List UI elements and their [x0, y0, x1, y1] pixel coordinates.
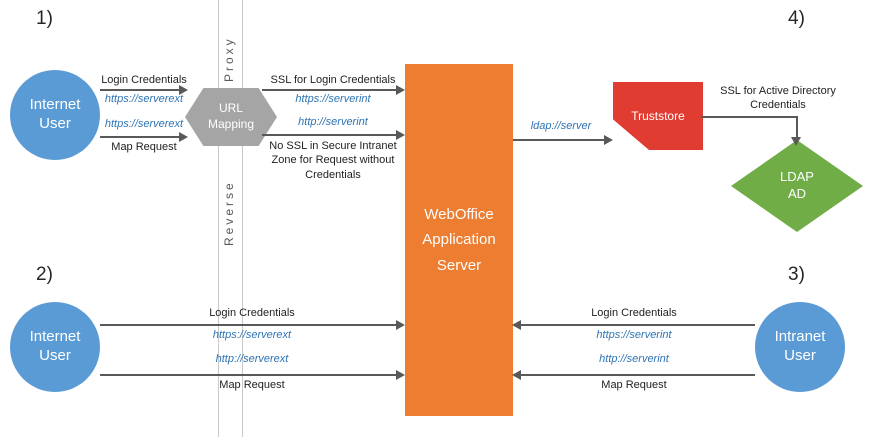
- edge-label-login-credentials-1: Login Credentials: [101, 74, 187, 86]
- edge-url-serverint-http-2: http://serverint: [599, 353, 669, 365]
- arrow-user-to-mapping-2: [100, 136, 180, 138]
- arrow-mapping-to-server-1: [262, 89, 396, 91]
- edge-label-ssl-login: SSL for Login Credentials: [270, 74, 396, 86]
- edge-url-ldap: ldap://server: [530, 120, 592, 132]
- step-1-label: 1): [36, 8, 53, 29]
- edge-label-map-request-2: Map Request: [219, 379, 285, 391]
- weboffice-server-node: WebOffice Application Server: [405, 64, 513, 416]
- edge-label-map-request-3: Map Request: [601, 379, 667, 391]
- weboffice-server-label: WebOffice Application Server: [422, 205, 496, 274]
- intranet-user-node: Intranet User: [755, 302, 845, 392]
- arrow-user-to-mapping-1: [100, 89, 180, 91]
- arrow-intranet-to-server-1-head-icon: [512, 320, 521, 330]
- arrow-intranet-to-server-2-head-icon: [512, 370, 521, 380]
- arrow-mapping-to-server-2: [262, 134, 396, 136]
- edge-label-map-request-1: Map Request: [111, 141, 177, 153]
- arrow-user-to-mapping-2-head-icon: [179, 132, 188, 142]
- ldap-ad-label: LDAP AD: [780, 169, 814, 201]
- arrow-internet-to-server-2-head-icon: [396, 370, 405, 380]
- arrow-truststore-to-ldap-head-icon: [791, 137, 801, 146]
- edge-label-login-credentials-3: Login Credentials: [591, 307, 677, 319]
- edge-url-serverext-2: https://serverext: [104, 118, 184, 130]
- internet-user-bottom-node: Internet User: [10, 302, 100, 392]
- step-4-label: 4): [788, 8, 805, 29]
- arrow-intranet-to-server-1: [521, 324, 755, 326]
- truststore-label: Truststore: [631, 109, 685, 123]
- arrow-user-to-mapping-1-head-icon: [179, 85, 188, 95]
- arrow-internet-to-server-2: [100, 374, 396, 376]
- arrow-truststore-to-ldap-vertical: [796, 116, 798, 138]
- arrow-intranet-to-server-2: [521, 374, 755, 376]
- arrow-internet-to-server-1-head-icon: [396, 320, 405, 330]
- step-3-label: 3): [788, 264, 805, 285]
- proxy-label: Proxy: [222, 36, 236, 82]
- reverse-label: Reverse: [222, 180, 236, 246]
- edge-url-serverext-1: https://serverext: [104, 93, 184, 105]
- edge-url-serverext-https-2: https://serverext: [212, 329, 292, 341]
- step-2-label: 2): [36, 264, 53, 285]
- arrow-mapping-to-server-2-head-icon: [396, 130, 405, 140]
- arrow-truststore-to-ldap-horizontal: [701, 116, 798, 118]
- internet-user-top-node: Internet User: [10, 70, 100, 160]
- reverse-proxy-line-left: [218, 0, 219, 437]
- ldap-ad-node: LDAP AD: [731, 140, 863, 232]
- edge-label-login-credentials-2: Login Credentials: [209, 307, 295, 319]
- intranet-user-label: Intranet User: [774, 328, 826, 364]
- url-mapping-node: URL Mapping: [185, 88, 277, 146]
- internet-user-top-label: Internet User: [29, 96, 81, 132]
- edge-label-no-ssl: No SSL in Secure Intranet Zone for Reque…: [269, 140, 397, 181]
- internet-user-bottom-label: Internet User: [29, 328, 81, 364]
- url-mapping-label: URL Mapping: [207, 101, 255, 131]
- edge-url-serverint-https-2: https://serverint: [596, 329, 672, 341]
- reverse-proxy-line-right: [242, 0, 243, 437]
- truststore-node: Truststore: [613, 82, 703, 150]
- edge-url-serverext-http: http://serverext: [215, 353, 289, 365]
- arrow-server-to-truststore-head-icon: [604, 135, 613, 145]
- edge-url-serverint-http: http://serverint: [298, 116, 368, 128]
- arrow-mapping-to-server-1-head-icon: [396, 85, 405, 95]
- arrow-internet-to-server-1: [100, 324, 396, 326]
- arrow-server-to-truststore: [513, 139, 604, 141]
- edge-label-ssl-ad: SSL for Active Directory Credentials: [720, 85, 836, 112]
- edge-url-serverint-https: https://serverint: [295, 93, 371, 105]
